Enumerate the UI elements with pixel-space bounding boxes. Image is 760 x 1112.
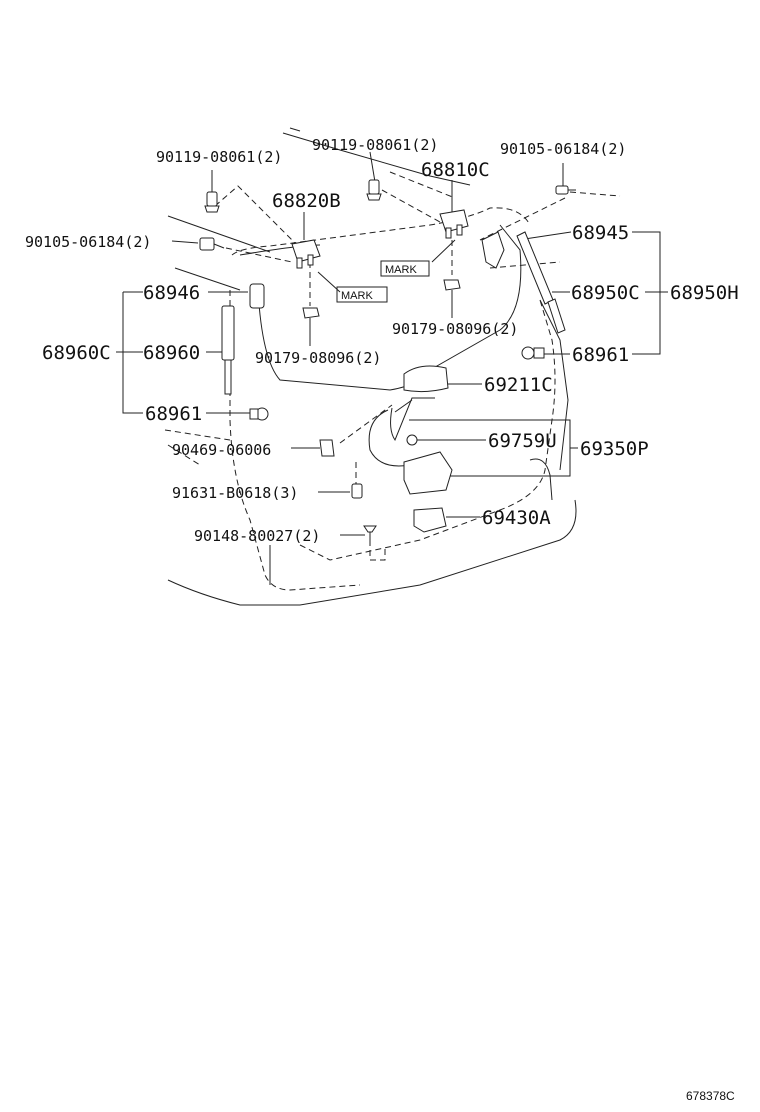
label-striker: 69430A [482,507,551,529]
label-bracket-left: 68946 [143,282,200,304]
clip-part [319,439,335,457]
bracket-right-part [481,231,505,269]
label-screw-striker: 90148-80027(2) [194,527,320,545]
bolt-lock-part [351,483,363,499]
bolt-top-center-part [366,179,382,201]
label-bolt-top-left: 90119-08061(2) [156,148,282,166]
label-hinge-right: 68810C [421,159,490,181]
label-nut-right: 90179-08096(2) [392,320,518,338]
strut-right-part [516,231,566,334]
ball-stud-left-part [249,407,269,421]
screw-top-right-part [555,185,576,195]
label-clip: 90469-06006 [172,441,271,459]
label-handle: 69211C [484,374,553,396]
hinge-left-part [291,239,321,269]
striker-part [413,507,447,533]
mark-box-left: MARK [336,286,388,303]
label-strut-right-set: 68950H [670,282,739,304]
label-hinge-left: 68820B [272,190,341,212]
mark-label-left: MARK [341,290,373,302]
label-strut-right: 68950C [571,282,640,304]
mark-box-right: MARK [380,260,430,277]
label-strut-left-set: 68960C [42,342,111,364]
lock-assy-part [368,409,453,495]
label-strut-left: 68960 [143,342,200,364]
handle-part [403,365,449,393]
screw-striker-part [363,525,377,544]
ball-stud-right-part [521,346,545,360]
nut-right-part [443,279,461,291]
bracket-left-part [249,283,265,309]
screw-left-part [199,237,225,251]
label-bolt-top-center: 90119-08061(2) [312,136,438,154]
label-screw-top-right: 90105-06184(2) [500,140,626,158]
label-ball-stud-right: 68961 [572,344,629,366]
strut-left-part [221,305,235,395]
nut-left-part [302,307,320,319]
mark-label-right: MARK [385,264,417,276]
label-nut-left: 90179-08096(2) [255,349,381,367]
bolt-top-left-part [204,191,220,213]
diagram-code: 678378C [686,1089,735,1103]
label-lock-assy: 69350P [580,438,649,460]
label-rod: 69759U [488,430,557,452]
label-screw-left: 90105-06184(2) [25,233,151,251]
hinge-right-part [439,209,469,239]
leader-lines [116,151,668,561]
label-ball-stud-left: 68961 [145,403,202,425]
rod-part [390,397,435,446]
label-bracket-right: 68945 [572,222,629,244]
label-bolt-lock: 91631-B0618(3) [172,484,298,502]
